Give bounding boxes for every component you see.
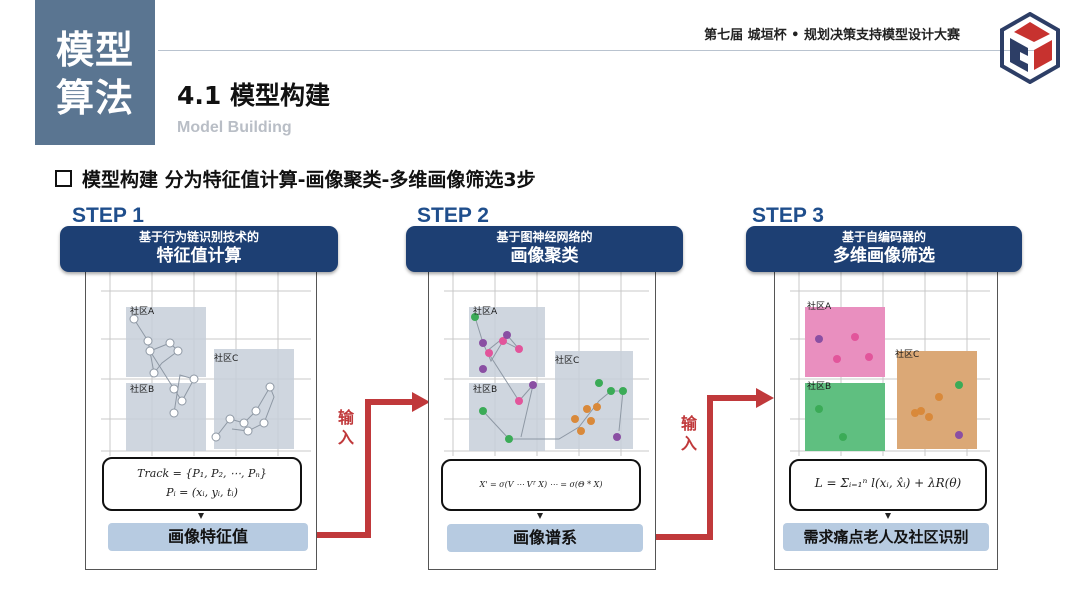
step-3-formula-box: L = Σᵢ₌₁ⁿ l(xᵢ, x̂ᵢ) + λR(θ) <box>789 459 987 511</box>
step-2-formula-line1: X' = σ(V ⋯ Vᵀ X) ⋯ = σ(Θ * X) <box>479 480 603 489</box>
step-3-community-b-label: 社区B <box>807 382 832 392</box>
step-1-pill-line1: 基于行为链识别技术的 <box>138 230 259 244</box>
step-1-community-b-area <box>126 383 206 451</box>
step-2-down-arrow-icon <box>537 513 543 519</box>
step-1-diagram <box>101 251 311 519</box>
title-block: 模型 算法 <box>35 0 155 145</box>
step-1-community-a-label: 社区A <box>130 307 155 317</box>
block-line-2: 算法 <box>55 76 134 120</box>
arrow-2-label: 输入 <box>681 414 698 453</box>
step-1-community-c-label: 社区C <box>214 354 239 364</box>
step-1-pill-line2: 特征值计算 <box>156 246 242 266</box>
step-2-pill: 基于图神经网络的 画像聚类 <box>406 226 683 272</box>
step-2-pill-line1: 基于图神经网络的 <box>496 230 593 244</box>
section-title: 4.1 模型构建 <box>177 81 330 110</box>
step-1-result: 画像特征值 <box>108 523 308 551</box>
arrow-1-head <box>412 392 430 412</box>
arrow-2-head <box>756 388 774 408</box>
step-1-community-b-label: 社区B <box>130 385 155 395</box>
step-3-community-c-label: 社区C <box>895 350 920 360</box>
step-2-label: STEP 2 <box>417 204 489 227</box>
step-3-result: 需求痛点老人及社区识别 <box>783 523 989 551</box>
step-1-label: STEP 1 <box>72 204 144 227</box>
bullet-square-icon <box>55 170 72 187</box>
step-2-result: 画像谱系 <box>447 524 643 552</box>
step-2-community-b-label: 社区B <box>473 385 498 395</box>
step-1-formula-box: Track = {P₁, P₂, ⋯, Pₙ} Pᵢ = (xᵢ, yᵢ, tᵢ… <box>102 457 302 511</box>
step-2-diagram <box>444 251 649 519</box>
arrow-1-label: 输入 <box>338 408 355 447</box>
step-1-down-arrow-icon <box>198 513 204 519</box>
step-3-panel: 社区A 社区C 社区B L = Σᵢ₌₁ⁿ l(xᵢ, x̂ᵢ) + λR(θ)… <box>774 250 998 570</box>
bullet-text: 模型构建 分为特征值计算-画像聚类-多维画像筛选3步 <box>82 169 536 191</box>
step-2-community-c-area <box>555 351 633 449</box>
bullet-row: 模型构建 分为特征值计算-画像聚类-多维画像筛选3步 <box>55 165 536 192</box>
step-1-formula-line1: Track = {P₁, P₂, ⋯, Pₙ} <box>137 467 267 480</box>
step-2-pill-line2: 画像聚类 <box>510 246 579 266</box>
block-line-1: 模型 <box>55 28 134 72</box>
step-2-panel: 社区A 社区C 社区B X' = σ(V ⋯ Vᵀ X) ⋯ = σ(Θ * X… <box>428 250 656 570</box>
step-3-pill-line2: 多维画像筛选 <box>833 246 935 266</box>
step-1-community-c-area <box>214 349 294 449</box>
step-1-formula-line2: Pᵢ = (xᵢ, yᵢ, tᵢ) <box>166 486 238 499</box>
step-2-community-a-label: 社区A <box>473 307 498 317</box>
step-3-formula-line1: L = Σᵢ₌₁ⁿ l(xᵢ, x̂ᵢ) + λR(θ) <box>814 476 962 490</box>
header-divider <box>158 50 1048 51</box>
step-2-community-c-label: 社区C <box>555 356 580 366</box>
step-3-community-a-label: 社区A <box>807 302 832 312</box>
step-3-pill: 基于自编码器的 多维画像筛选 <box>746 226 1022 272</box>
logo-icon <box>1000 12 1060 84</box>
step-3-community-b-area <box>805 383 885 451</box>
step-1-panel: 社区A 社区C 社区B Track = {P₁, P₂, ⋯, Pₙ} Pᵢ =… <box>85 250 317 570</box>
arrow-1-path <box>310 399 412 538</box>
step-3-down-arrow-icon <box>885 513 891 519</box>
step-3-label: STEP 3 <box>752 204 824 227</box>
step-2-points <box>471 313 627 443</box>
contest-name: 第七届 城垣杯 • 规划决策支持模型设计大赛 <box>704 28 960 43</box>
step-3-diagram <box>790 251 990 519</box>
arrow-2-path <box>647 395 756 540</box>
step-2-formula-box: X' = σ(V ⋯ Vᵀ X) ⋯ = σ(Θ * X) <box>441 459 641 511</box>
step-3-points <box>815 333 963 441</box>
step-3-pill-line1: 基于自编码器的 <box>841 230 926 244</box>
step-1-pill: 基于行为链识别技术的 特征值计算 <box>60 226 338 272</box>
section-subtitle: Model Building <box>177 119 292 136</box>
